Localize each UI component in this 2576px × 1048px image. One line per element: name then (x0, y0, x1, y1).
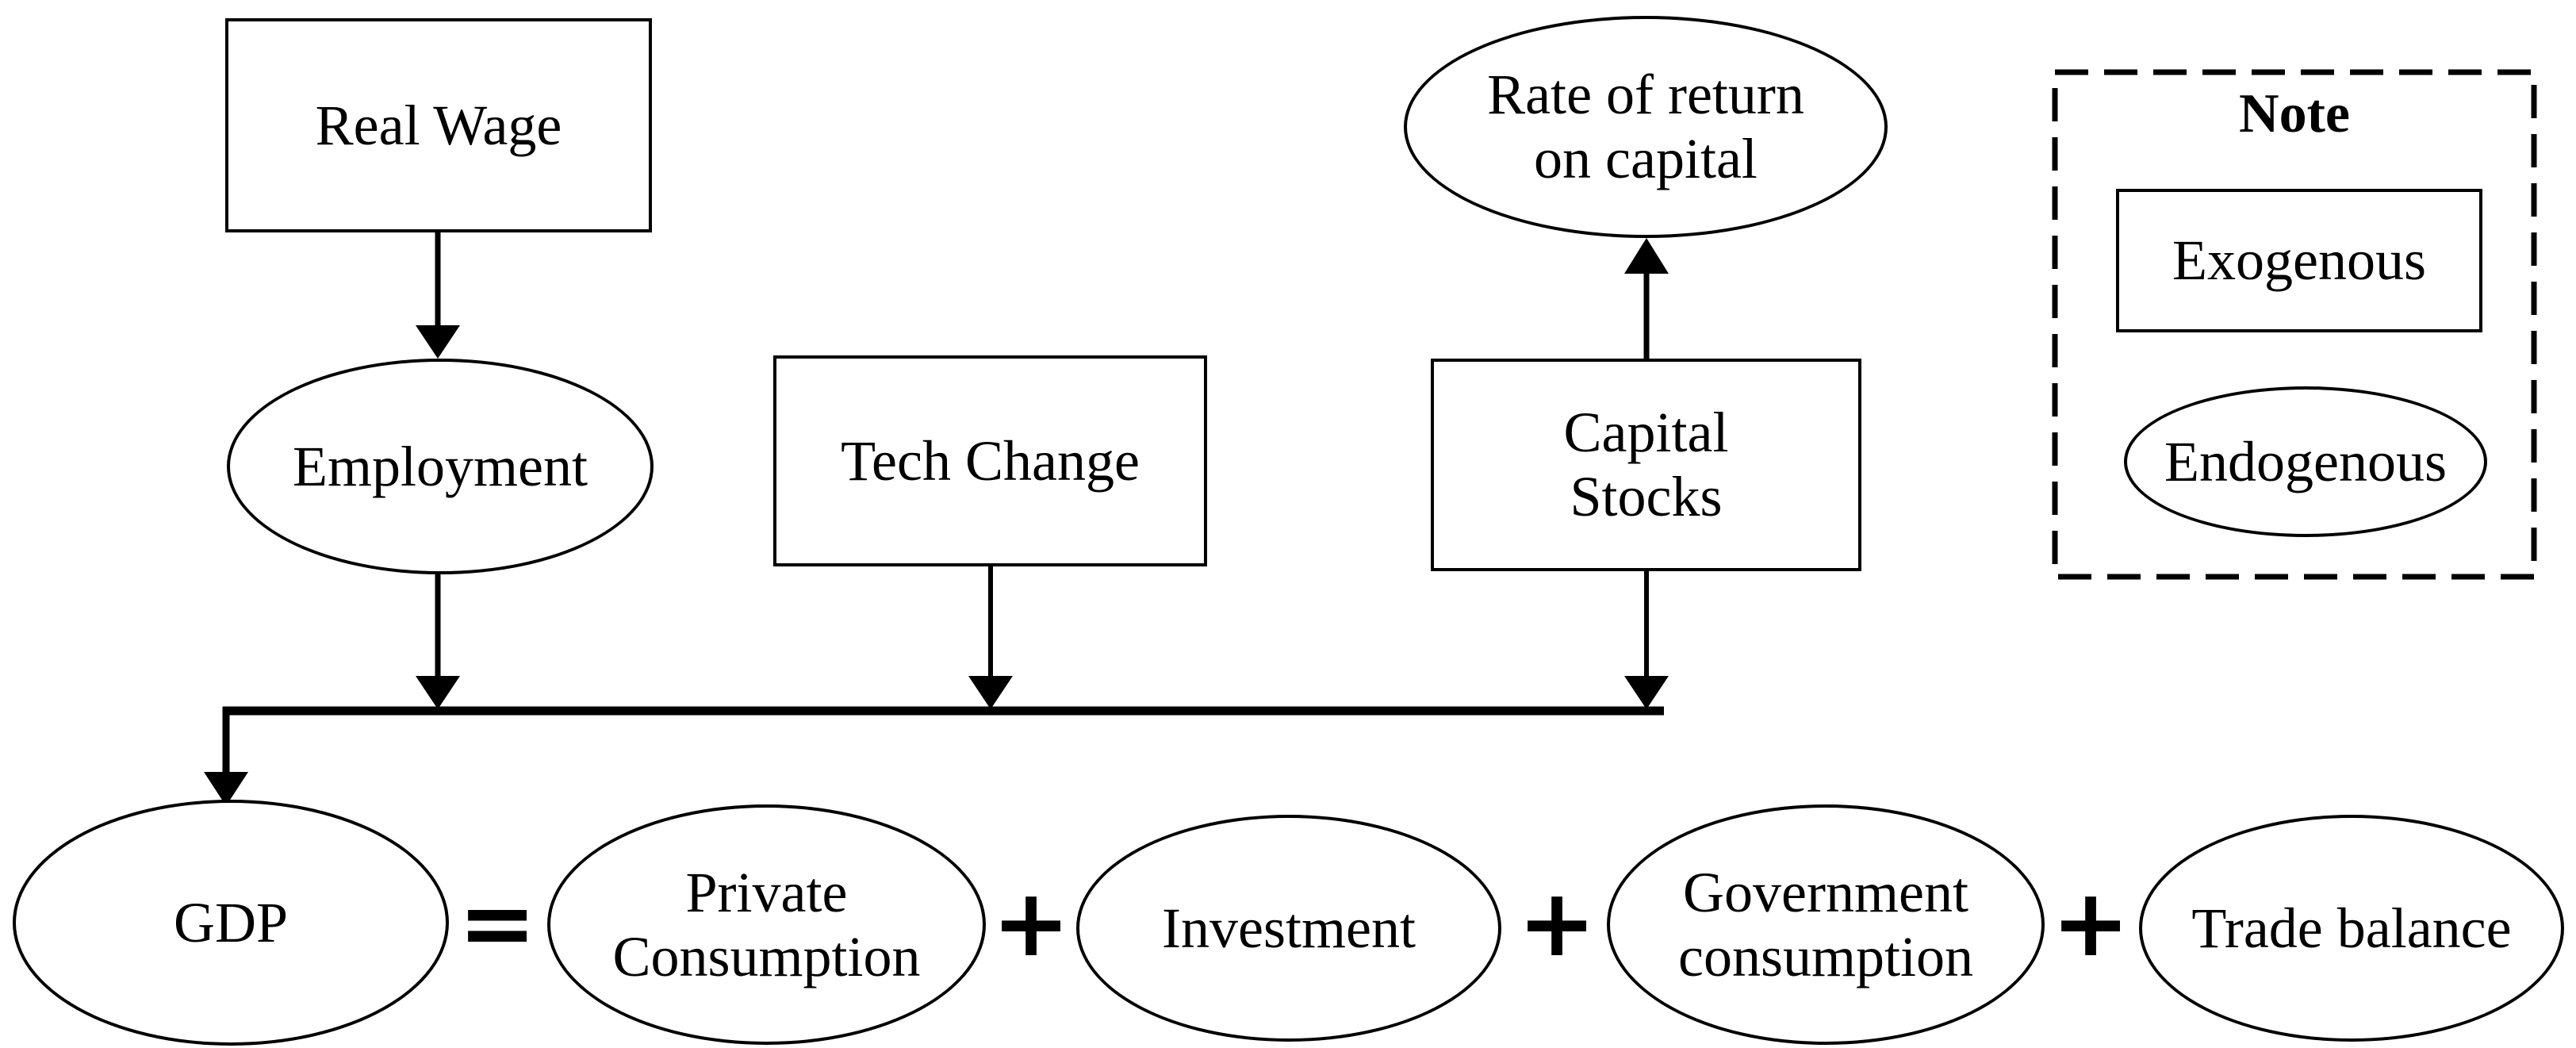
legend-endogenous-label: Endogenous (2164, 429, 2447, 493)
node-private-consumption-label-line2: Consumption (612, 924, 921, 988)
node-gdp: GDP (13, 800, 449, 1046)
plus-symbol-3: + (2051, 868, 2130, 977)
node-government-consumption: Government consumption (1607, 804, 2045, 1045)
node-employment: Employment (227, 359, 654, 574)
node-employment-label: Employment (293, 434, 588, 498)
node-trade-balance: Trade balance (2139, 815, 2564, 1042)
node-real-wage-label: Real Wage (315, 93, 562, 157)
arrow-capital-stocks-to-rate-of-return (1624, 238, 1669, 359)
node-private-consumption: Private Consumption (547, 804, 986, 1045)
node-capital-stocks-label-line2: Stocks (1570, 465, 1723, 528)
arrow-capital-stocks-to-gdp-line (1624, 570, 1669, 709)
node-private-consumption-label-line1: Private (685, 860, 848, 924)
node-capital-stocks: Capital Stocks (1431, 359, 1861, 571)
arrow-employment-to-gdp-line (416, 573, 460, 709)
node-real-wage: Real Wage (225, 18, 652, 232)
collector-line (204, 706, 1664, 806)
node-rate-of-return-label-line1: Rate of return (1487, 63, 1804, 127)
node-rate-of-return: Rate of return on capital (1404, 16, 1888, 238)
node-government-consumption-label-line2: consumption (1678, 924, 1973, 988)
node-tech-change: Tech Change (773, 355, 1207, 566)
legend-endogenous-ellipse: Endogenous (2124, 386, 2487, 537)
node-capital-stocks-label-line1: Capital (1563, 401, 1729, 465)
arrow-real-wage-to-employment (416, 232, 460, 359)
node-tech-change-label: Tech Change (841, 428, 1140, 493)
node-trade-balance-label: Trade balance (2191, 896, 2512, 960)
legend-exogenous-label: Exogenous (2172, 228, 2426, 293)
node-gdp-label: GDP (173, 890, 289, 954)
node-investment-label: Investment (1162, 896, 1416, 960)
plus-symbol-1: + (991, 868, 1071, 977)
arrow-tech-change-to-gdp-line (968, 565, 1013, 709)
node-government-consumption-label-line1: Government (1683, 860, 1968, 924)
plus-symbol-2: + (1517, 868, 1597, 977)
legend-exogenous-box: Exogenous (2116, 189, 2482, 332)
equals-symbol: = (458, 868, 537, 977)
node-rate-of-return-label-line2: on capital (1534, 127, 1758, 190)
legend-title: Note (2239, 83, 2350, 144)
node-investment: Investment (1076, 815, 1501, 1042)
